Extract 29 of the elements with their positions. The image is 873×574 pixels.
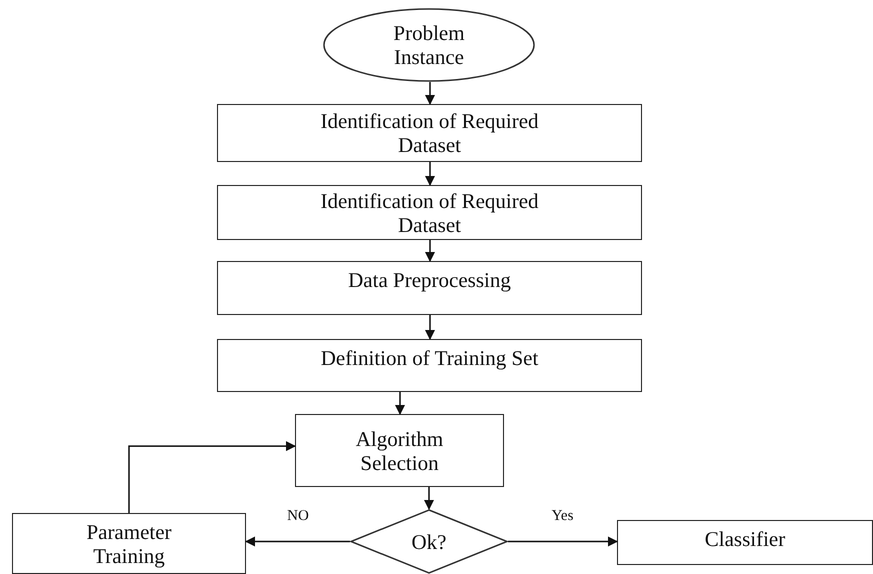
arrow (245, 536, 350, 546)
process-box (295, 414, 504, 487)
process-box (217, 185, 642, 240)
arrow (395, 392, 405, 415)
node-text: Definition of Training Set (320, 346, 538, 370)
edge-label: NO (286, 508, 310, 524)
process-box (217, 104, 642, 162)
arrow (425, 162, 435, 186)
node-text: Data Preprocessing (348, 268, 511, 292)
process-box (217, 339, 642, 392)
arrow (424, 487, 434, 510)
process-box (12, 513, 246, 574)
arrow (128, 441, 296, 513)
node-text: Identification of Required Dataset (319, 188, 540, 236)
arrow (425, 240, 435, 262)
node-text: Parameter Training (85, 520, 173, 568)
start-ellipse (323, 8, 535, 82)
decision-diamond (350, 509, 508, 574)
node-text: Algorithm Selection (354, 426, 444, 474)
node-text: Ok? (412, 530, 446, 554)
node-text: Classifier (704, 527, 786, 551)
node-text: Identification of Required Dataset (319, 109, 540, 157)
process-box (217, 261, 642, 315)
arrow (425, 82, 435, 105)
arrow (425, 315, 435, 340)
process-box (617, 520, 873, 565)
arrow (508, 536, 618, 546)
edge-label: Yes (550, 508, 574, 524)
node-text: Problem Instance (392, 21, 466, 69)
